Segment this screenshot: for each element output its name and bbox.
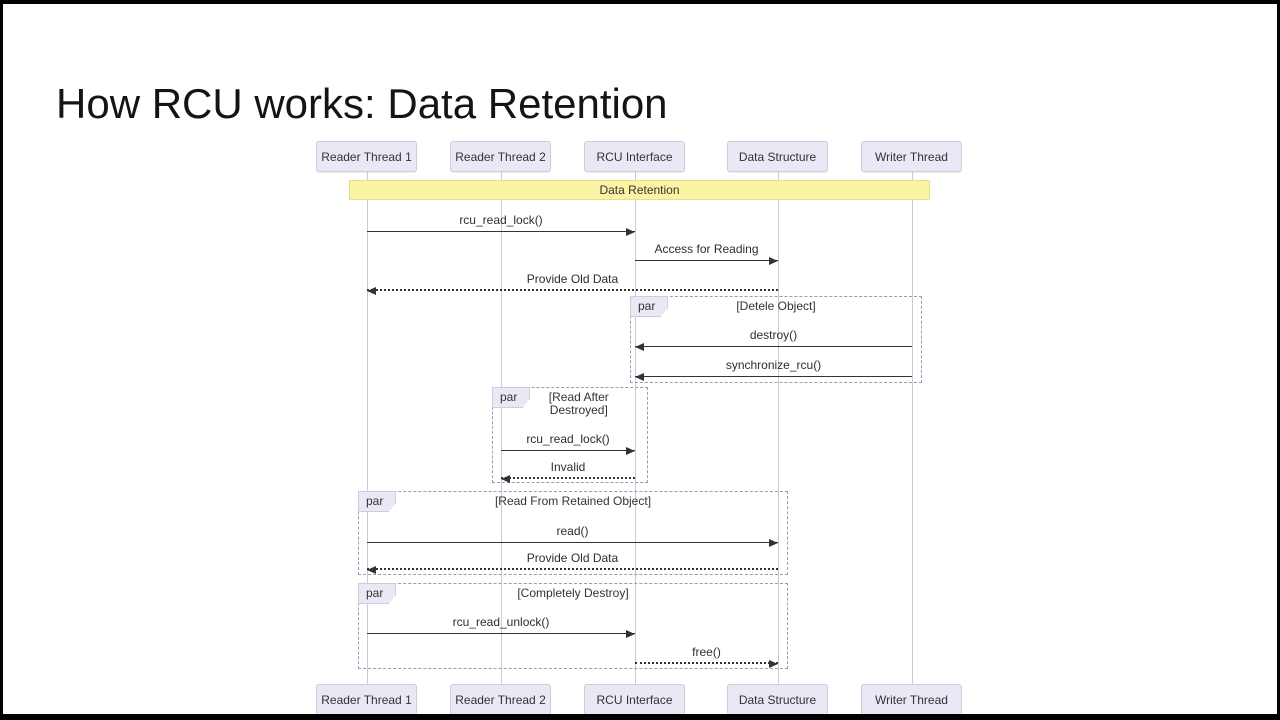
lifeline-writer-thread [912, 172, 913, 684]
message-line [635, 346, 912, 347]
message-invalid: Invalid [501, 457, 635, 483]
message-line [367, 568, 778, 570]
slide: How RCU works: Data Retention Reader Thr… [3, 4, 1277, 714]
par-condition-label: [Read After Destroyed] [548, 390, 609, 417]
message-label: free() [692, 645, 721, 659]
message-label: Access for Reading [654, 242, 759, 256]
actor-bottom-writer-thread: Writer Thread [861, 684, 962, 714]
message-access-for-reading: Access for Reading [635, 239, 778, 265]
actor-bottom-rcu-interface: RCU Interface [584, 684, 685, 714]
banner-data-retention: Data Retention [349, 180, 930, 200]
par-block-completely-destroy: par [Completely Destroy] [358, 583, 788, 669]
par-block-delete-object: par [Detele Object] [630, 296, 922, 383]
arrowhead-right-icon [626, 228, 635, 236]
message-label: synchronize_rcu() [725, 358, 822, 372]
message-line [501, 477, 635, 479]
actor-top-reader-thread-1: Reader Thread 1 [316, 141, 417, 172]
arrowhead-left-icon [635, 373, 644, 381]
arrowhead-right-icon [769, 539, 778, 547]
message-synchronize-rcu: synchronize_rcu() [635, 355, 912, 381]
par-keyword-label: par [492, 387, 531, 408]
message-line [367, 231, 635, 232]
actor-bottom-data-structure: Data Structure [727, 684, 828, 714]
arrowhead-right-icon [626, 630, 635, 638]
message-line [367, 289, 778, 291]
message-provide-old-data: Provide Old Data [367, 269, 778, 295]
par-block-read-from-retained-object: par [Read From Retained Object] [358, 491, 788, 575]
message-destroy: destroy() [635, 325, 912, 351]
arrowhead-right-icon [769, 257, 778, 265]
actor-top-reader-thread-2: Reader Thread 2 [450, 141, 551, 172]
message-read: read() [367, 521, 778, 547]
message-label: rcu_read_lock() [526, 432, 610, 446]
sequence-diagram: How RCU works: Data Retention Reader Thr… [3, 4, 1277, 714]
par-condition-label: [Detele Object] [736, 299, 816, 313]
actor-bottom-reader-thread-2: Reader Thread 2 [450, 684, 551, 714]
par-keyword-label: par [358, 491, 397, 512]
lifeline-reader-thread-2 [501, 172, 502, 684]
message-line [501, 450, 635, 451]
par-block-read-after-destroyed: par [Read After Destroyed] [492, 387, 648, 483]
par-condition-label: [Completely Destroy] [517, 586, 629, 600]
actor-top-writer-thread: Writer Thread [861, 141, 962, 172]
par-keyword-label: par [630, 296, 669, 317]
message-label: Provide Old Data [526, 272, 619, 286]
message-rcu-read-lock: rcu_read_lock() [367, 210, 635, 236]
actor-bottom-reader-thread-1: Reader Thread 1 [316, 684, 417, 714]
message-free: free() [635, 642, 778, 668]
arrowhead-left-icon [367, 566, 376, 574]
message-label: rcu_read_lock() [459, 213, 543, 227]
message-label: Provide Old Data [526, 551, 619, 565]
lifeline-reader-thread-1 [367, 172, 368, 684]
arrowhead-left-icon [635, 343, 644, 351]
message-label: Invalid [550, 460, 586, 474]
lifeline-data-structure [778, 172, 779, 684]
message-line [635, 260, 778, 261]
message-label: destroy() [749, 328, 798, 342]
message-label: read() [556, 524, 589, 538]
lifeline-rcu-interface [635, 172, 636, 684]
message-rcu-read-lock-2: rcu_read_lock() [501, 429, 635, 455]
par-keyword-label: par [358, 583, 397, 604]
arrowhead-right-icon [769, 660, 778, 668]
message-line [635, 376, 912, 377]
message-line [367, 542, 778, 543]
actor-top-rcu-interface: RCU Interface [584, 141, 685, 172]
page-title: How RCU works: Data Retention [56, 80, 668, 127]
arrowhead-right-icon [626, 447, 635, 455]
arrowhead-left-icon [501, 475, 510, 483]
par-condition-label: [Read From Retained Object] [494, 494, 652, 508]
actor-top-data-structure: Data Structure [727, 141, 828, 172]
arrowhead-left-icon [367, 287, 376, 295]
message-provide-old-data-2: Provide Old Data [367, 548, 778, 574]
message-rcu-read-unlock: rcu_read_unlock() [367, 612, 635, 638]
message-label: rcu_read_unlock() [452, 615, 550, 629]
message-line [635, 662, 778, 664]
message-line [367, 633, 635, 634]
